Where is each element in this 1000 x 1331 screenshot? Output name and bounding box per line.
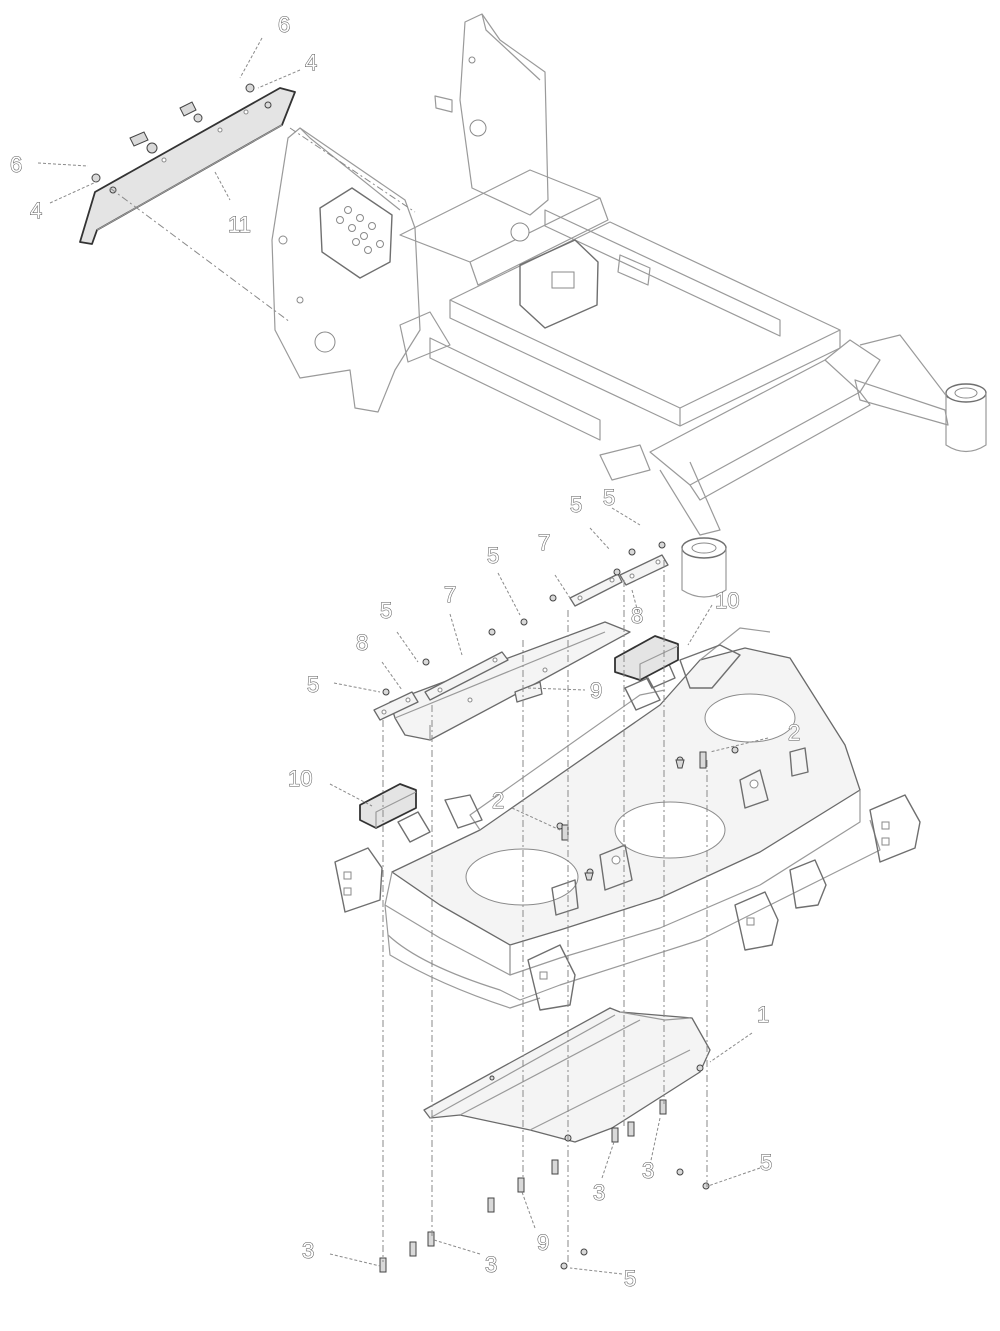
- callout-11: 11: [228, 212, 251, 237]
- mower-deck: [334, 627, 921, 1011]
- front-shield-part-11: [79, 87, 296, 245]
- bracket-part-10-left: [359, 783, 417, 829]
- callout-5-c: 5: [487, 543, 499, 568]
- callout-8-b: 8: [631, 603, 643, 628]
- callout-6-left: 6: [10, 152, 22, 177]
- callout-5-d: 5: [380, 598, 392, 623]
- baffle-part-8-right: [619, 554, 669, 586]
- nuts: [382, 541, 710, 1270]
- callout-5-b: 5: [570, 492, 582, 517]
- callout-8-a: 8: [356, 630, 368, 655]
- callout-3-c: 3: [302, 1238, 314, 1263]
- callout-2-b: 2: [492, 788, 504, 813]
- callout-4-top: 4: [305, 50, 317, 75]
- callout-10-b: 10: [288, 766, 312, 791]
- callout-10-a: 10: [715, 588, 739, 613]
- shield-fasteners: [91, 83, 255, 183]
- callout-5-a: 5: [603, 485, 615, 510]
- leader-lines: [37, 37, 769, 1275]
- callout-7-b: 7: [444, 582, 456, 607]
- baffle-part-7-long: [424, 651, 509, 701]
- callout-3-d: 3: [485, 1252, 497, 1277]
- callout-5-f: 5: [760, 1150, 772, 1175]
- callout-5-g: 5: [624, 1266, 636, 1291]
- callout-6-top: 6: [278, 12, 290, 37]
- keypad-holes: [336, 206, 384, 254]
- callout-3-b: 3: [593, 1180, 605, 1205]
- baffle-part-9: [389, 621, 631, 741]
- callout-2-a: 2: [788, 720, 800, 745]
- bracket-part-10-right: [614, 635, 679, 681]
- callout-9-b: 9: [537, 1230, 549, 1255]
- shield-mount-lines: [109, 127, 416, 323]
- baffle-part-8-left: [373, 691, 419, 721]
- discharge-plate-part-1: [423, 1007, 711, 1143]
- bracket-part-9-small: [514, 681, 543, 703]
- tractor-frame: [271, 13, 987, 598]
- alignment-lines: [382, 560, 708, 1264]
- callout-4-left: 4: [30, 198, 42, 223]
- callout-9-a: 9: [590, 678, 602, 703]
- callout-3-a: 3: [642, 1158, 654, 1183]
- callouts: 6 4 6 4 11 5 5 5 7 7 5 8 5 8 10 9 2 10 2…: [10, 12, 801, 1292]
- callout-7-a: 7: [538, 530, 550, 555]
- callout-5-e: 5: [307, 672, 319, 697]
- callout-1: 1: [757, 1002, 769, 1027]
- baffle-part-7-short: [569, 573, 623, 607]
